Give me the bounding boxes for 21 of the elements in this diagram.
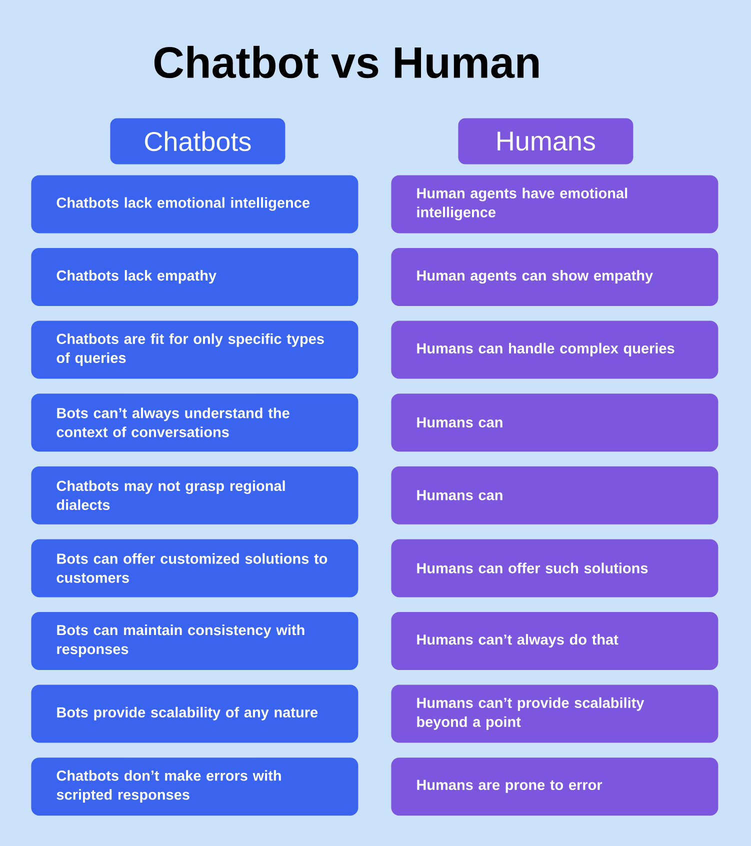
comparison-box: Chatbots may not grasp regional dialects [31,466,358,524]
comparison-box: Chatbots are fit for only specific types of queries [31,320,358,379]
comparison-box: Humans can [391,394,718,452]
comparison-box: Bots provide scalability of any nature [31,684,358,743]
column-header: Chatbots [110,118,286,164]
comparison-box: Humans are prone to error [391,758,718,816]
comparison-box: Humans can [391,466,718,524]
comparison-box: Chatbots don’t make errors with scripted responses [31,758,358,816]
comparison-box: Humans can handle complex queries [391,320,718,379]
comparison-box: Chatbots lack empathy [31,248,358,306]
comparison-box: Human agents have emotional intelligence [391,175,718,234]
comparison-box: Humans can’t provide scalability beyond a point [391,684,718,743]
comparison-box: Humans can offer such solutions [391,539,718,598]
comparison-box: Bots can offer customized solutions to customers [31,539,358,598]
title: Chatbot vs Human [154,46,539,78]
comparison-box: Bots can’t always understand the context of conversations [31,394,358,452]
comparison-box: Human agents can show empathy [391,248,718,306]
comparison-box: Bots can maintain consistency with responses [31,612,358,670]
column-header: Humans [458,118,634,164]
comparison-box: Humans can’t always do that [391,612,718,670]
comparison-box: Chatbots lack emotional intelligence [31,175,358,234]
